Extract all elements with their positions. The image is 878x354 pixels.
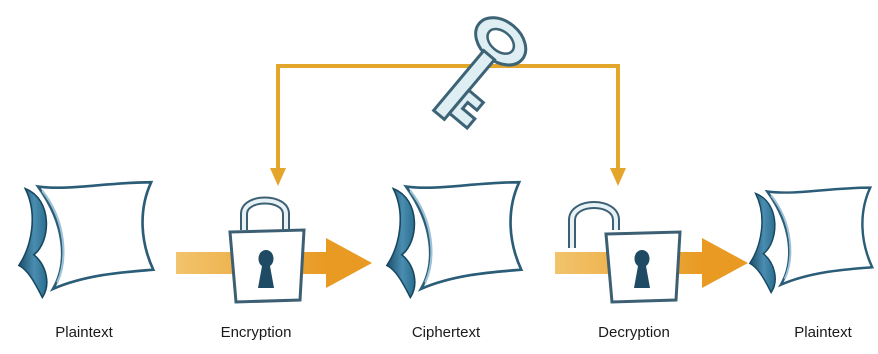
plaintext-output-label: Plaintext	[794, 324, 852, 341]
document-icon-ciphertext	[385, 180, 523, 299]
encryption-label: Encryption	[220, 324, 292, 341]
arrowhead-to-encryption	[270, 168, 286, 186]
document-icon-plaintext-out	[748, 186, 874, 294]
closed-padlock-icon	[228, 196, 306, 304]
plaintext-input-label: Plaintext	[55, 324, 113, 341]
ciphertext-label: Ciphertext	[411, 324, 481, 341]
arrowhead-to-decryption	[610, 168, 626, 186]
key-connector	[276, 64, 620, 174]
key-icon	[431, 16, 528, 131]
decryption-label: Decryption	[598, 324, 670, 341]
open-padlock-icon	[568, 201, 682, 304]
document-icon-plaintext-in	[17, 180, 155, 299]
